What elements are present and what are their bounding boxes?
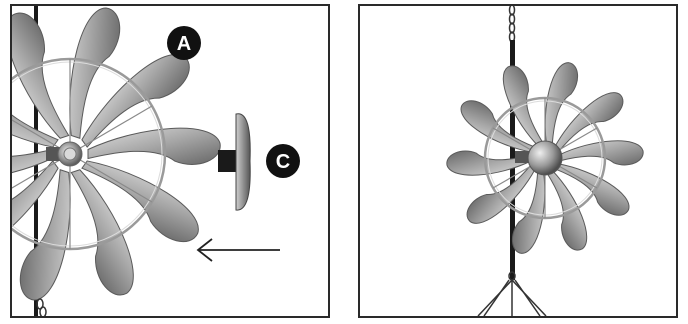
arrow-left-icon — [196, 238, 280, 262]
spinner-blade — [511, 169, 546, 254]
spinner-blade — [69, 7, 121, 139]
spinner-blade — [553, 92, 624, 154]
hanging-chain-top — [508, 6, 516, 43]
spinner-blade — [460, 100, 537, 153]
spinner-blade — [446, 150, 532, 176]
left-illustration: A C — [12, 6, 300, 316]
spinner-blade — [502, 65, 545, 147]
spinner-spokes — [12, 59, 153, 249]
spinner-blade — [553, 163, 630, 216]
wind-spinner-icon — [12, 7, 221, 301]
panel-left-assembly-step: A C — [10, 4, 330, 318]
spinner-blade — [87, 127, 221, 165]
end-cap-icon — [218, 113, 251, 211]
spinner-blade — [545, 169, 588, 251]
right-illustration — [446, 6, 644, 316]
spinner-blade — [544, 62, 579, 147]
spinner-blade — [558, 140, 644, 166]
badge-a-label: A — [177, 33, 191, 55]
wind-spinner-icon — [446, 62, 644, 254]
spinner-blade — [466, 162, 537, 224]
end-cap-icon — [527, 140, 563, 176]
spinner-blade — [12, 65, 59, 148]
step-badge-c: C — [266, 144, 300, 178]
hanging-chain-icon — [477, 271, 547, 316]
panel-right-assembled — [358, 4, 678, 318]
hanging-chain-icon — [36, 298, 47, 316]
step-badge-a: A — [167, 26, 201, 60]
badge-c-label: C — [276, 151, 290, 173]
spinner-blade — [12, 148, 53, 174]
